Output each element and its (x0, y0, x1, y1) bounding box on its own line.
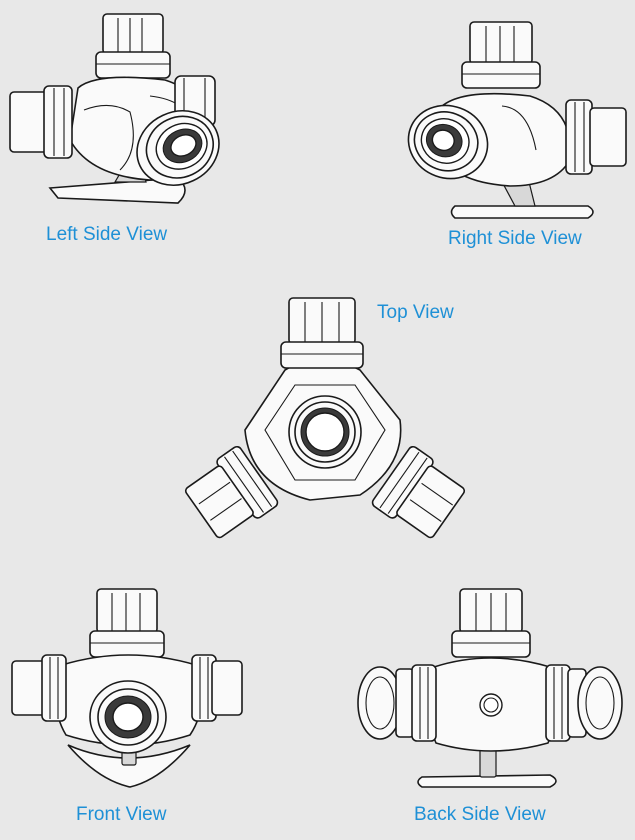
right-side-view-label: Right Side View (448, 228, 582, 249)
top-view-figure: Top View (170, 290, 480, 540)
front-view-label: Front View (76, 804, 167, 825)
top-view-label: Top View (377, 302, 454, 323)
three-way-valve-right-side-drawing-icon (407, 21, 627, 219)
three-way-valve-left-side-drawing-icon (9, 13, 220, 204)
front-view-figure: Front View (0, 575, 260, 840)
three-way-valve-back-side-drawing-icon (357, 588, 623, 788)
three-way-valve-top-drawing-icon (184, 297, 466, 539)
left-side-view-figure: Left Side View (0, 0, 300, 260)
three-way-valve-front-drawing-icon (11, 588, 243, 788)
right-side-view-figure: Right Side View (330, 0, 635, 260)
back-side-view-figure: Back Side View (350, 575, 635, 840)
left-side-view-label: Left Side View (46, 224, 168, 245)
back-side-view-label: Back Side View (414, 804, 546, 825)
